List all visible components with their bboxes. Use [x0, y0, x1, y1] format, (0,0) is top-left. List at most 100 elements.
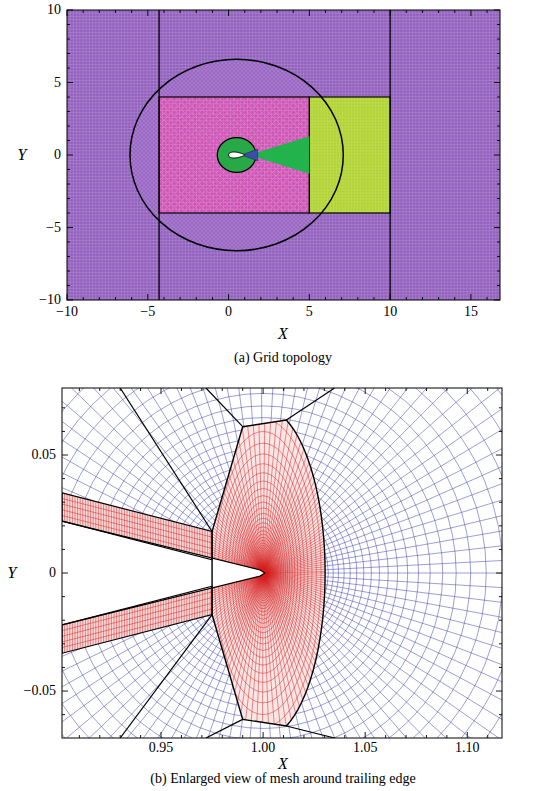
wake-mesh-line — [309, 103, 390, 104]
ring-mesh-line — [116, 54, 319, 257]
far-field-mesh-line — [67, 38, 500, 39]
near-field-diag-line — [218, 97, 309, 213]
axis-tick-line — [147, 294, 148, 300]
axis-tick-line — [62, 455, 68, 456]
axis-tick-line — [426, 388, 427, 391]
plot-frame — [67, 10, 500, 300]
refined-radial-line — [263, 442, 414, 573]
axis-tick-line — [487, 388, 488, 391]
ring-mesh-line — [67, 54, 147, 257]
refined-radial-line — [263, 573, 461, 604]
block-boundary-line — [120, 615, 212, 738]
axis-tick-line — [497, 242, 500, 243]
near-field-diag-line — [159, 97, 215, 213]
ring-mesh-line — [67, 54, 135, 257]
far-field-mesh-line — [67, 48, 500, 49]
axis-tick-line — [67, 198, 70, 199]
refined-radial-line — [263, 411, 380, 573]
ring-mesh-line — [67, 54, 127, 257]
wake-mesh-line — [309, 106, 390, 107]
ring-mesh-line — [236, 54, 439, 257]
wake-mesh-line — [372, 97, 373, 213]
refined-radial-line — [263, 568, 463, 573]
tick-label: −5 — [140, 304, 155, 319]
mesh-circle — [62, 388, 502, 738]
near-field-mesh-line — [159, 110, 309, 111]
mesh-circle — [62, 388, 502, 738]
far-field-mesh-line — [67, 253, 500, 254]
axis-tick-line — [497, 53, 500, 54]
mesh-circle — [62, 388, 471, 738]
tick-label: 5 — [306, 304, 313, 319]
ring-mesh-line — [292, 54, 495, 257]
ring-mesh-line — [304, 54, 500, 257]
axis-tick-line — [67, 256, 70, 257]
mesh-circle — [62, 388, 502, 738]
ring-mesh-line — [292, 54, 495, 257]
ring-mesh-line — [300, 54, 500, 257]
ring-mesh-line — [76, 54, 279, 257]
refined-radial-line — [263, 573, 337, 738]
axis-tick-line — [277, 297, 278, 300]
far-field-mesh — [67, 10, 500, 300]
block-boundary-line — [286, 388, 334, 420]
wake-mesh-line — [309, 148, 390, 149]
ring-mesh-line — [212, 54, 415, 257]
far-field-mesh-line — [67, 26, 500, 27]
axis-tick-line — [67, 242, 70, 243]
ring-mesh-line — [112, 54, 315, 257]
ring-mesh-line — [67, 54, 163, 257]
ring-mesh-line — [208, 54, 411, 257]
refined-radial-line — [263, 420, 392, 573]
far-field-mesh-line — [67, 54, 500, 55]
axis-tick-line — [79, 388, 80, 391]
far-field-mesh-line — [67, 291, 500, 292]
wake-mesh-line — [309, 112, 390, 113]
background-mesh — [62, 388, 502, 738]
far-field-mesh-line — [67, 246, 500, 247]
wake-mesh-line — [309, 172, 390, 173]
axis-tick-line — [496, 455, 502, 456]
surface-band-mesh-line — [202, 586, 203, 653]
wake-mesh-line — [309, 166, 390, 167]
axis-tick-line — [263, 732, 264, 738]
panel-caption: (a) Grid topology — [234, 350, 332, 365]
axis-tick-line — [494, 155, 500, 156]
wake-mesh-line — [309, 154, 390, 155]
axis-tick-line — [385, 735, 386, 738]
axis-tick-line — [67, 155, 73, 156]
axis-tick-line — [497, 198, 500, 199]
axis-tick-line — [62, 502, 65, 503]
refined-radial-line — [263, 573, 351, 738]
ring-mesh-line — [308, 54, 500, 257]
refined-radial-line — [263, 573, 448, 648]
axis-tick-line — [497, 24, 500, 25]
axis-tick-line — [180, 297, 181, 300]
ring-mesh-line — [67, 54, 115, 257]
near-field-diag-line — [204, 97, 309, 213]
ring-mesh-line — [280, 54, 483, 257]
axis-tick-line — [303, 388, 304, 391]
refined-radial-line — [263, 573, 378, 737]
refined-radial-line — [263, 388, 340, 573]
wake-mesh-line — [381, 97, 382, 213]
axis-tick-line — [487, 10, 488, 13]
axis-title: Y — [8, 564, 17, 582]
axis-tick-line — [67, 126, 70, 127]
axis-tick-line — [181, 735, 182, 738]
wake-mesh-line — [309, 196, 390, 197]
axis-tick-line — [496, 573, 502, 574]
refined-radial-line — [263, 425, 398, 573]
axis-tick-line — [325, 297, 326, 300]
ring-mesh-line — [120, 54, 323, 257]
refined-radial-line — [263, 391, 347, 573]
far-field-mesh-line — [67, 61, 500, 62]
axis-tick-line — [454, 297, 455, 300]
near-field-diag-line — [159, 97, 187, 213]
axis-tick-line — [494, 10, 500, 11]
axis-tick-line — [422, 297, 423, 300]
surface-band-mesh-line — [197, 493, 198, 560]
axis-tick-line — [212, 297, 213, 300]
refined-radial-line — [263, 573, 412, 706]
near-field-diag-line — [197, 97, 309, 213]
